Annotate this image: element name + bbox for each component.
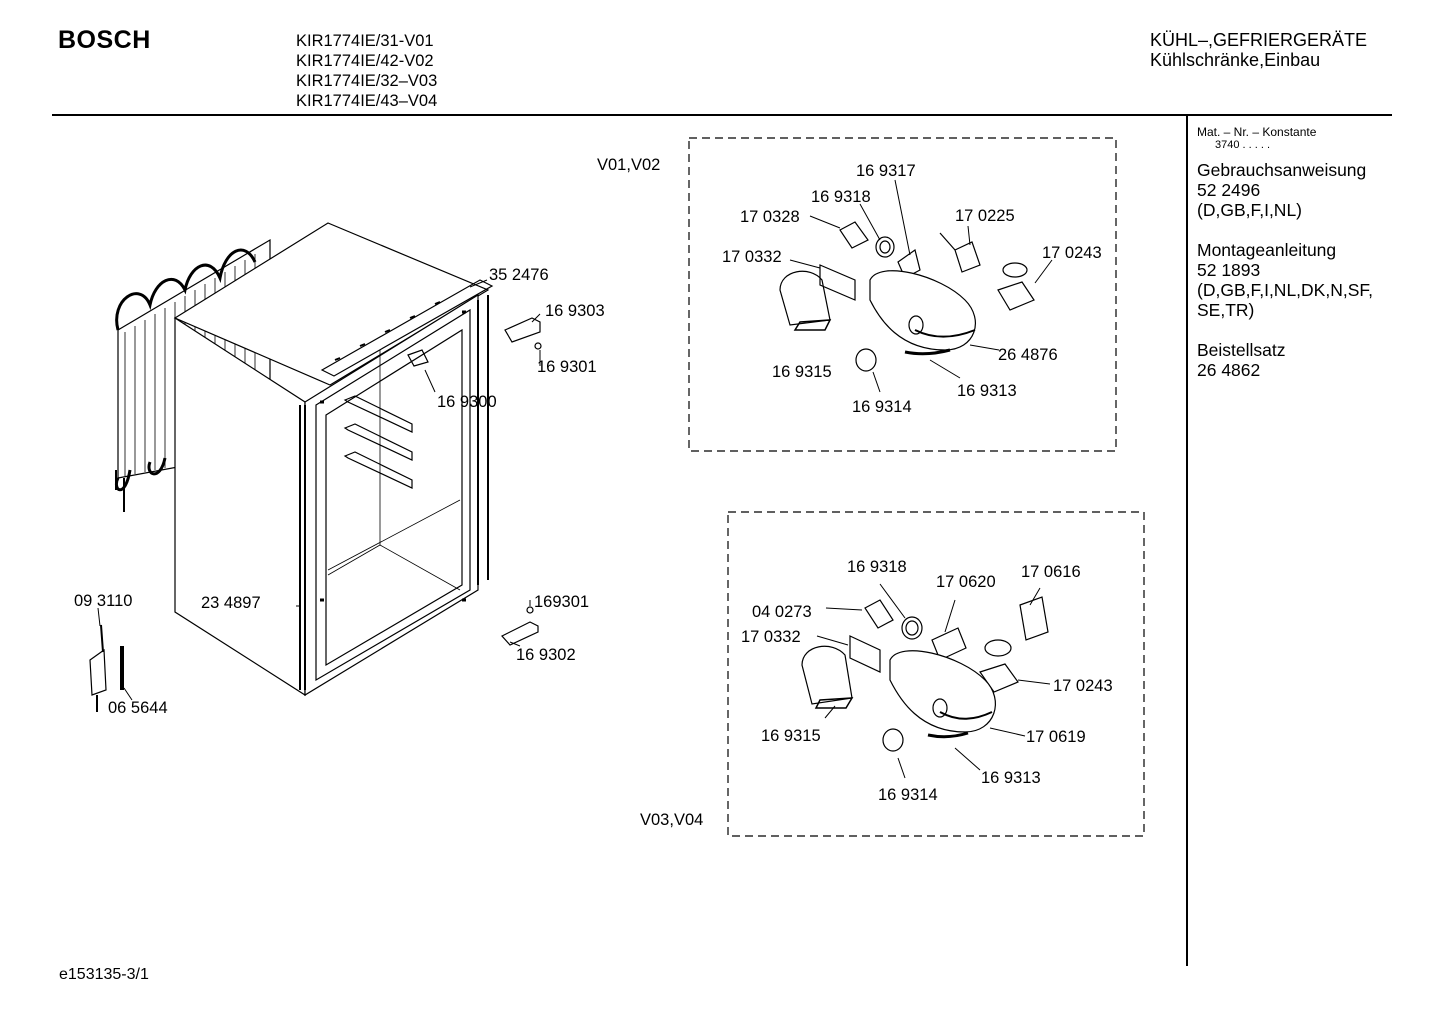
sidebar: Mat. – Nr. – Konstante 3740 . . . . . Ge… — [1197, 125, 1387, 380]
label-sensor: 09 3110 — [74, 592, 132, 610]
top-box-parts — [779, 221, 1035, 372]
label-indicator: 16 9313 — [957, 382, 1017, 400]
model-item: KIR1774IE/43–V04 — [296, 92, 438, 110]
brand-logo: BOSCH — [58, 26, 151, 54]
doc-langs: (D,GB,F,I,NL) — [1197, 200, 1303, 220]
label-thermostat: 17 0243 — [1053, 677, 1113, 695]
label-connector: 17 0225 — [955, 207, 1015, 225]
model-list: KIR1774IE/31-V01 KIR1774IE/42-V02 KIR177… — [296, 31, 437, 111]
doc-title: Gebrauchsanweisung — [1197, 160, 1367, 180]
label-hinge-bottom: 16 9302 — [516, 646, 576, 664]
hinge-bottom — [501, 621, 539, 646]
label-bulb: 04 0273 — [752, 603, 812, 621]
category-block: KÜHL–,GEFRIERGERÄTE Kühlschränke,Einbau — [1150, 30, 1367, 70]
header-divider — [52, 114, 1392, 116]
label-knob: 16 9314 — [852, 398, 912, 416]
label-indicator: 16 9313 — [981, 769, 1041, 787]
label-thermostat: 17 0243 — [1042, 244, 1102, 262]
model-item: KIR1774IE/32–V03 — [296, 72, 438, 90]
label-lamp-cover: 16 9315 — [772, 363, 832, 381]
label-hinge-top: 16 9303 — [545, 302, 605, 320]
doc-title: Beistellsatz — [1197, 340, 1286, 360]
label-seal-ring: 16 9318 — [847, 558, 907, 576]
label-seal-ring: 16 9318 — [811, 188, 871, 206]
doc-number: 52 1893 — [1197, 260, 1261, 280]
doc-langs: (D,GB,F,I,NL,DK,N,SF, — [1197, 280, 1373, 300]
cabinet-body — [173, 222, 494, 697]
doc-title: Montageanleitung — [1197, 240, 1337, 260]
drawing-code: e153135-3/1 — [59, 966, 149, 983]
model-item: KIR1774IE/42-V02 — [296, 52, 434, 70]
label-connector: 17 0616 — [1021, 563, 1081, 581]
doc-langs: SE,TR) — [1197, 300, 1255, 320]
label-door-seal: 23 4897 — [201, 594, 261, 612]
label-holder: 17 0620 — [936, 573, 996, 591]
mat-number: 3740 . . . . . — [1215, 139, 1271, 151]
label-knob: 16 9314 — [878, 786, 938, 804]
variant-box-v03-v04 — [727, 511, 1145, 837]
label-cover-plate: 17 0332 — [722, 248, 782, 266]
label-light-housing: 26 4876 — [998, 346, 1058, 364]
doc-number: 52 2496 — [1197, 180, 1261, 200]
label-switch: 16 9300 — [437, 393, 497, 411]
doc-number: 26 4862 — [1197, 360, 1261, 380]
variant-label-bottom: V03,V04 — [640, 811, 703, 829]
category-subtitle: Kühlschränke,Einbau — [1150, 50, 1321, 70]
label-bulb: 17 0328 — [740, 208, 800, 226]
label-cover-plate: 17 0332 — [741, 628, 801, 646]
bottom-box-parts — [801, 596, 1049, 752]
label-hinge-pin-top: 16 9301 — [537, 358, 597, 376]
variant-label-top: V01,V02 — [597, 156, 660, 174]
sidebar-divider — [1186, 116, 1188, 966]
label-condenser-bracket: 35 2476 — [489, 266, 549, 284]
label-light-housing: 17 0619 — [1026, 728, 1086, 746]
category-title: KÜHL–,GEFRIERGERÄTE — [1150, 30, 1368, 50]
variant-box-v01-v02 — [688, 137, 1117, 452]
label-drain-tube: 06 5644 — [108, 699, 168, 717]
switch-part — [407, 349, 429, 367]
label-holder: 16 9317 — [856, 162, 916, 180]
hinge-pin-bottom — [526, 606, 534, 614]
hinge-pin-top — [534, 342, 542, 350]
label-hinge-pin-bottom: 169301 — [534, 593, 589, 611]
mat-label: Mat. – Nr. – Konstante — [1197, 125, 1317, 139]
model-item: KIR1774IE/31-V01 — [296, 32, 434, 50]
hinge-top — [504, 317, 541, 343]
label-lamp-cover: 16 9315 — [761, 727, 821, 745]
sensor-part — [89, 648, 107, 696]
